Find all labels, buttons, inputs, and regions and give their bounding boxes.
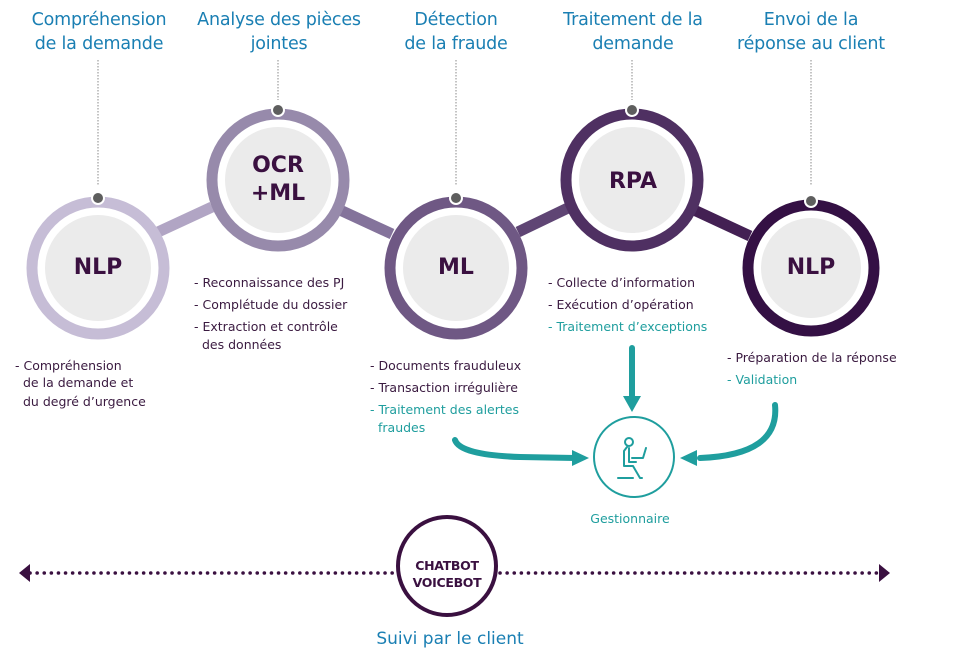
step-1-title-line2: de la demande: [34, 34, 164, 54]
arrow-fraud-to-gestionnaire: [452, 437, 578, 461]
step-3-title-line1: Détection: [414, 10, 498, 30]
ring-ml-inner: [403, 215, 509, 321]
step-5-title: Envoi de la réponse au client: [721, 8, 901, 56]
step-4-title: Traitement de la demande: [543, 8, 723, 56]
step-2-title-line1: Analyse des pièces: [197, 10, 361, 30]
bot-label: CHATBOT VOICEBOT: [402, 557, 492, 591]
tech-label-ocr-ml: OCR +ML: [223, 152, 333, 208]
bullet-item-highlight: - Traitement d’exceptions: [548, 319, 708, 334]
step-3-bullets: - Documents frauduleux - Transaction irr…: [370, 355, 521, 437]
step-2-bullets: - Reconnaissance des PJ - Complétude du …: [194, 272, 347, 354]
person-at-laptop-icon: [617, 437, 647, 479]
step-3-title: Détection de la fraude: [366, 8, 546, 56]
arrowhead-right: [680, 450, 697, 466]
bullet-item-highlight: - Traitement des alertes fraudes: [370, 402, 519, 435]
ring-ocr-ml-anchor-dot: [273, 105, 283, 115]
step-1-bullets: - Compréhension de la demande et du degr…: [15, 355, 146, 411]
bullet-item-highlight: - Validation: [727, 372, 798, 387]
step-3-title-line2: de la fraude: [404, 34, 508, 54]
arrow-validation-to-gestionnaire: [697, 402, 779, 461]
step-5-title-line2: réponse au client: [737, 34, 885, 54]
bot-label-chatbot: CHATBOT: [415, 558, 479, 573]
ring-nlp-2-anchor-dot: [806, 196, 816, 206]
step-2-title-line2: jointes: [250, 34, 308, 54]
ring-ocr-ml-inner: [225, 127, 331, 233]
timeline-arrow-right: [879, 564, 890, 582]
bullet-item: - Transaction irrégulière: [370, 380, 518, 395]
ring-ml-anchor-dot: [451, 193, 461, 203]
arrowhead-top: [623, 396, 641, 412]
connector-3-4: [515, 202, 573, 237]
bullet-item: - Extraction et contrôle des données: [194, 319, 338, 352]
bullet-item: - Collecte d’information: [548, 275, 695, 290]
gestionnaire-label: Gestionnaire: [590, 511, 670, 526]
step-2-title: Analyse des pièces jointes: [189, 8, 369, 56]
arrowhead-left: [572, 450, 589, 466]
step-4-title-line1: Traitement de la: [563, 10, 703, 30]
bullet-item: - Complétude du dossier: [194, 297, 348, 312]
step-1-title-line1: Compréhension: [31, 10, 167, 30]
connector-4-5: [691, 205, 753, 241]
step-5-bullets: - Préparation de la réponse - Validation: [727, 347, 897, 391]
ring-nlp-1-anchor-dot: [93, 193, 103, 203]
ring-nlp-2-inner: [761, 218, 861, 318]
tech-label-rpa: RPA: [608, 169, 658, 194]
bullet-item: - Exécution d’opération: [548, 297, 694, 312]
connector-2-3: [337, 205, 395, 239]
tech-label-ml-plus: +ML: [250, 181, 306, 206]
footer-label: Suivi par le client: [376, 629, 524, 649]
ring-rpa-anchor-dot: [627, 105, 637, 115]
tech-label-ml: ML: [438, 255, 474, 280]
ring-rpa-inner: [579, 127, 685, 233]
bot-circle: [396, 515, 498, 617]
bullet-item: - Documents frauduleux: [370, 358, 522, 373]
step-4-title-line2: demande: [592, 34, 674, 54]
timeline-arrow-left: [19, 564, 30, 582]
bullet-item: - Compréhension de la demande et du degr…: [15, 358, 146, 409]
step-1-title: Compréhension de la demande: [9, 8, 189, 56]
tech-label-ocr: OCR: [252, 153, 304, 178]
bot-label-voicebot: VOICEBOT: [412, 575, 482, 590]
tech-label-nlp-1: NLP: [73, 255, 123, 280]
step-4-bullets: - Collecte d’information - Exécution d’o…: [548, 272, 707, 338]
bullet-item: - Préparation de la réponse: [727, 350, 897, 365]
ring-nlp-1-inner: [45, 215, 151, 321]
connector-1-2: [155, 202, 215, 237]
bullet-item: - Reconnaissance des PJ: [194, 275, 345, 290]
tech-label-nlp-2: NLP: [786, 255, 836, 280]
step-5-title-line1: Envoi de la: [763, 10, 859, 30]
